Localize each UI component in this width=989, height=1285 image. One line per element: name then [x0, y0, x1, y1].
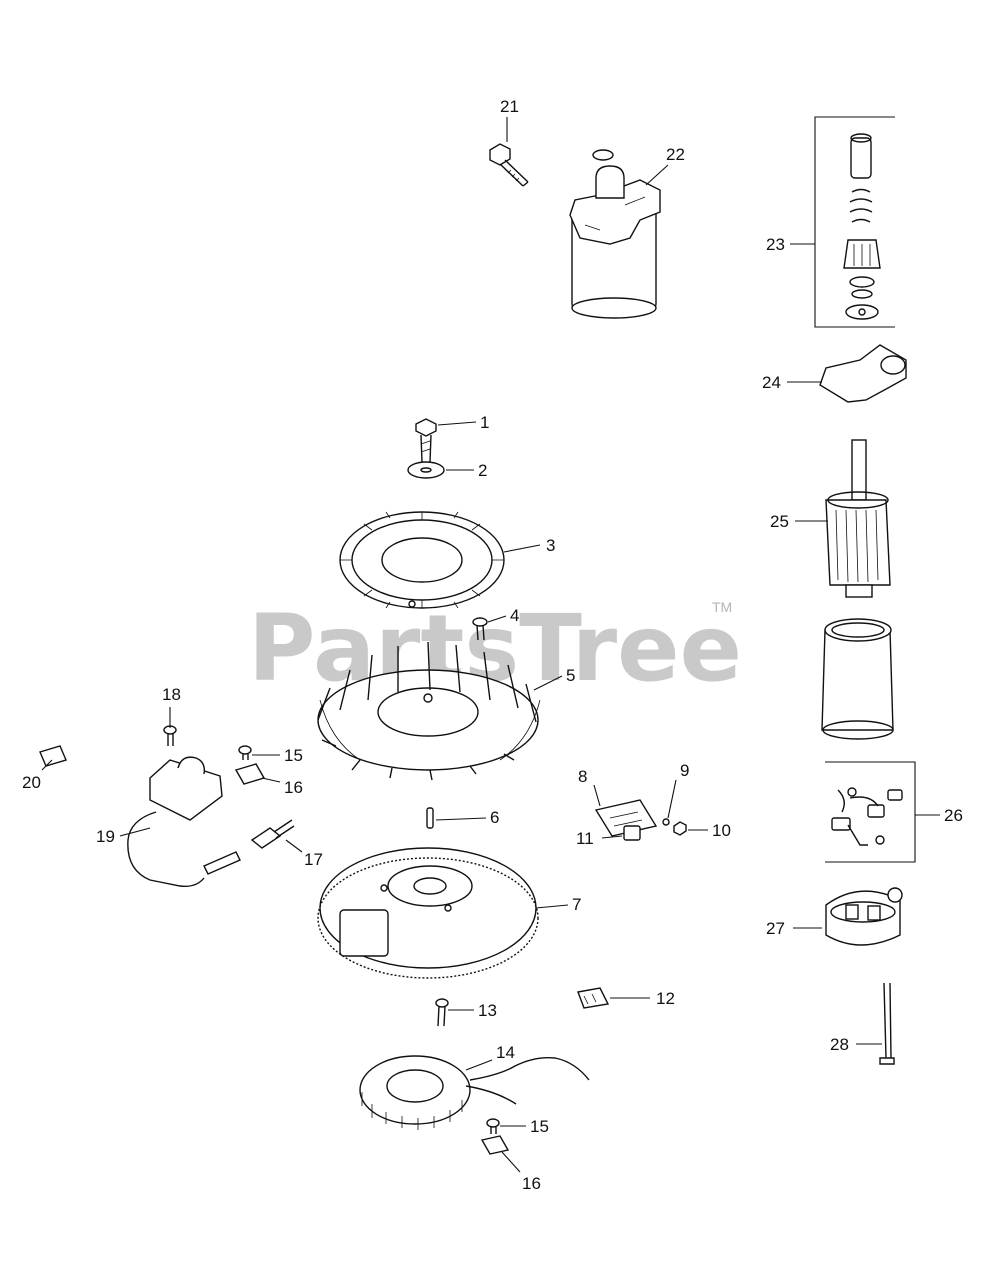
part-15-screw-lower[interactable] [486, 1118, 500, 1134]
part-12-connector[interactable] [577, 987, 610, 1009]
part-7-flywheel[interactable] [317, 847, 539, 979]
callout-14[interactable]: 14 [496, 1043, 515, 1062]
part-21-bolt[interactable] [489, 143, 529, 187]
part-17-spark-plug[interactable] [250, 819, 295, 849]
leader-lines [41, 117, 940, 1173]
part-19-ignition-module[interactable] [127, 756, 241, 888]
callout-8[interactable]: 8 [578, 767, 587, 786]
part-14-stator[interactable] [359, 1055, 590, 1130]
callout-2[interactable]: 2 [478, 461, 487, 480]
part-24-drive-end-cap[interactable] [819, 344, 907, 403]
callout-16-upper[interactable]: 16 [284, 778, 303, 797]
callout-27[interactable]: 27 [766, 919, 785, 938]
callout-25[interactable]: 25 [770, 512, 789, 531]
part-27-brush-holder[interactable] [825, 887, 903, 946]
part-2-washer[interactable] [407, 461, 445, 479]
part-28-through-bolt[interactable] [879, 982, 895, 1065]
callout-21[interactable]: 21 [500, 97, 519, 116]
part-11-connector[interactable] [623, 825, 641, 841]
part-15-screw-upper[interactable] [238, 745, 252, 760]
callout-13[interactable]: 13 [478, 1001, 497, 1020]
part-1-bolt[interactable] [415, 418, 437, 463]
callout-1[interactable]: 1 [480, 413, 489, 432]
callout-15-upper[interactable]: 15 [284, 746, 303, 765]
callout-labels: 21 22 23 24 25 26 27 28 1 2 3 4 5 6 7 8 … [22, 97, 963, 1193]
part-23-drive-kit[interactable] [814, 116, 895, 328]
part-6-key[interactable] [426, 807, 434, 829]
callout-22[interactable]: 22 [666, 145, 685, 164]
callout-9[interactable]: 9 [680, 761, 689, 780]
callout-28[interactable]: 28 [830, 1035, 849, 1054]
part-10-nut[interactable] [673, 821, 687, 836]
callout-20[interactable]: 20 [22, 773, 41, 792]
part-4-screw[interactable] [472, 617, 488, 641]
callout-4[interactable]: 4 [510, 606, 519, 625]
part-20-clip[interactable] [39, 745, 67, 767]
callout-7[interactable]: 7 [572, 895, 581, 914]
callout-6[interactable]: 6 [490, 808, 499, 827]
callout-19[interactable]: 19 [96, 827, 115, 846]
part-22-starter-motor[interactable] [569, 149, 661, 319]
callout-3[interactable]: 3 [546, 536, 555, 555]
part-3-screen[interactable] [339, 511, 505, 609]
part-starter-frame[interactable] [821, 618, 894, 740]
callout-24[interactable]: 24 [762, 373, 781, 392]
callout-12[interactable]: 12 [656, 989, 675, 1008]
part-9-screw[interactable] [662, 818, 670, 826]
callout-15-lower[interactable]: 15 [530, 1117, 549, 1136]
part-26-brush-kit[interactable] [825, 761, 916, 863]
callout-11[interactable]: 11 [576, 829, 594, 848]
part-5-fan[interactable] [317, 641, 541, 781]
part-25-armature[interactable] [825, 439, 891, 598]
callout-23[interactable]: 23 [766, 235, 785, 254]
part-16-clamp-lower[interactable] [480, 1135, 510, 1155]
callout-5[interactable]: 5 [566, 666, 575, 685]
callout-18[interactable]: 18 [162, 685, 181, 704]
callout-10[interactable]: 10 [712, 821, 731, 840]
part-18-screw[interactable] [163, 725, 177, 746]
part-16-clamp-upper[interactable] [234, 763, 266, 785]
callout-16-lower[interactable]: 16 [522, 1174, 541, 1193]
watermark-trademark: TM [712, 599, 732, 615]
callout-26[interactable]: 26 [944, 806, 963, 825]
part-8-rectifier[interactable] [594, 799, 658, 837]
part-13-screw[interactable] [435, 998, 449, 1027]
callout-17[interactable]: 17 [304, 850, 323, 869]
